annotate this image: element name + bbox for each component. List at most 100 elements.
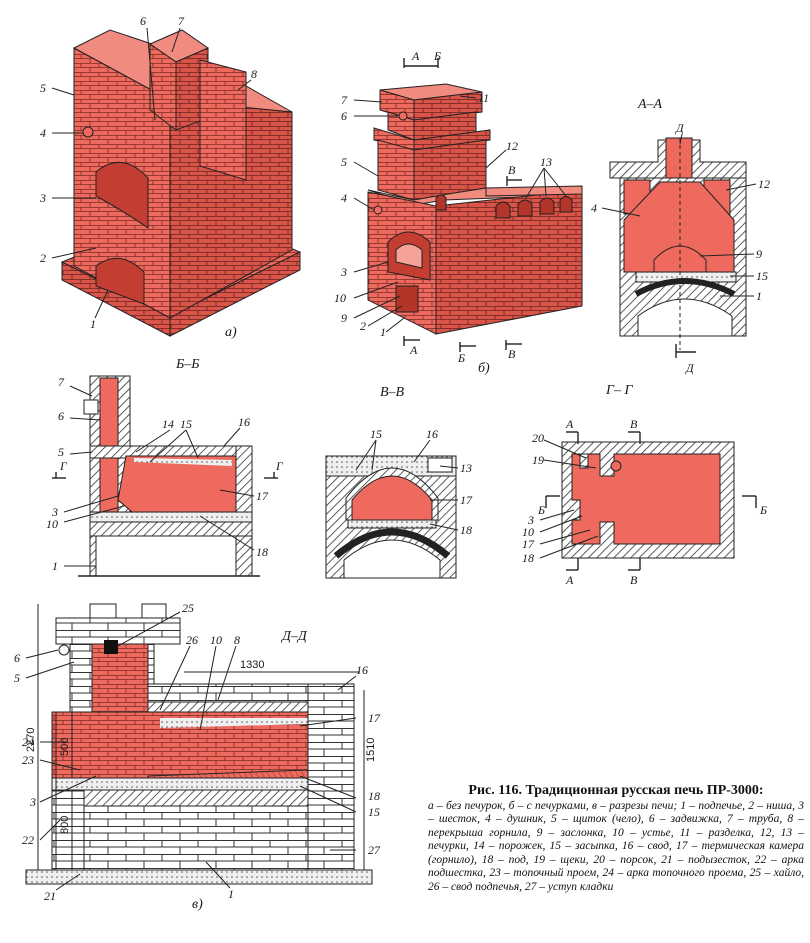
callout-10: 10 xyxy=(334,291,346,305)
view-a-label: а) xyxy=(225,325,237,340)
callout-18: 18 xyxy=(368,789,380,803)
dim-2270: 2270 xyxy=(25,728,37,752)
callout-8: 8 xyxy=(234,633,240,647)
section-dd-dimensions xyxy=(37,604,365,870)
cut-mark-v-bottom: В xyxy=(630,573,638,587)
dim-1330: 1330 xyxy=(240,659,264,671)
callout-3: 3 xyxy=(51,505,58,519)
callout-4: 4 xyxy=(40,126,46,140)
section-dd-title: Д–Д xyxy=(280,629,308,644)
callout-6: 6 xyxy=(58,409,64,423)
view-a-callouts: 5 4 3 2 1 6 7 8 xyxy=(39,14,257,331)
cut-mark-d: Д xyxy=(685,361,695,375)
callout-16: 16 xyxy=(238,415,250,429)
callout-4: 4 xyxy=(341,191,347,205)
section-bb: Б–Б Г Г 7 6 xyxy=(46,357,284,577)
callout-13: 13 xyxy=(460,461,472,475)
dim-1510: 1510 xyxy=(365,738,377,762)
cut-mark-v-bottom: В xyxy=(508,347,516,361)
section-vv-callouts xyxy=(355,439,459,531)
callout-3: 3 xyxy=(527,513,534,527)
callout-17: 17 xyxy=(368,711,381,725)
callout-18: 18 xyxy=(460,523,472,537)
cut-mark-v-top: В xyxy=(630,417,638,431)
callout-15: 15 xyxy=(370,427,382,441)
callout-1: 1 xyxy=(90,317,96,331)
callout-6: 6 xyxy=(14,651,20,665)
callout-2: 2 xyxy=(40,251,46,265)
section-gg: Г– Г А В Б Б А В 20 19 3 10 17 xyxy=(522,383,767,587)
callout-5: 5 xyxy=(40,81,46,95)
callout-18: 18 xyxy=(522,551,534,565)
cut-mark-b-left: Б xyxy=(537,503,545,517)
cut-mark-v-top: В xyxy=(508,163,516,177)
callout-22: 22 xyxy=(22,833,34,847)
section-aa: А–А Д 12 4 9 15 1 Д xyxy=(591,97,770,375)
callout-7: 7 xyxy=(178,14,185,28)
callout-3: 3 xyxy=(39,191,46,205)
cut-mark-b-right: Б xyxy=(759,503,767,517)
caption-legend: а – без печурок, б – с печурками, в – ра… xyxy=(428,799,804,893)
callout-2: 2 xyxy=(360,319,366,333)
callout-6: 6 xyxy=(341,109,347,123)
callout-3: 3 xyxy=(29,795,36,809)
callout-19: 19 xyxy=(532,453,544,467)
callout-1: 1 xyxy=(756,289,762,303)
callout-4: 4 xyxy=(591,201,597,215)
callout-5: 5 xyxy=(58,445,64,459)
callout-15: 15 xyxy=(180,417,192,431)
view-b-label: б) xyxy=(478,361,490,376)
cut-mark-g-right: Г xyxy=(275,459,284,473)
callout-8: 8 xyxy=(251,67,257,81)
view-a-stove-without-niches: 5 4 3 2 1 6 7 8 а) xyxy=(39,14,302,340)
callout-9: 9 xyxy=(756,247,762,261)
callout-10: 10 xyxy=(522,525,534,539)
section-vv-title: В–В xyxy=(380,385,405,400)
view-b-stove-with-niches: А Б В А Б В 7 6 11 5 12 13 4 3 10 9 2 xyxy=(334,49,583,376)
section-dd-callouts xyxy=(25,611,357,891)
cut-mark-a-top: А xyxy=(411,49,420,63)
dim-500: 500 xyxy=(59,738,71,756)
view-v-label: в) xyxy=(192,897,203,912)
callout-17: 17 xyxy=(460,493,473,507)
callout-16: 16 xyxy=(426,427,438,441)
callout-14: 14 xyxy=(162,417,174,431)
callout-27: 27 xyxy=(368,843,381,857)
callout-20: 20 xyxy=(532,431,544,445)
section-dd: Д–Д 1330 2 xyxy=(14,601,381,912)
view-b-cut-marks xyxy=(403,58,522,352)
callout-17: 17 xyxy=(522,537,535,551)
view-b-callouts xyxy=(353,95,567,333)
callout-1: 1 xyxy=(380,325,386,339)
callout-1: 1 xyxy=(228,887,234,901)
callout-25: 25 xyxy=(182,601,194,615)
callout-10: 10 xyxy=(46,517,58,531)
dim-800: 800 xyxy=(59,816,71,834)
figure-caption: Рис. 116. Традиционная русская печь ПР-3… xyxy=(428,784,804,894)
section-vv: В–В 15 16 13 17 18 xyxy=(325,385,473,579)
callout-18: 18 xyxy=(256,545,268,559)
cut-mark-g-left: Г xyxy=(59,459,68,473)
callout-12: 12 xyxy=(758,177,770,191)
section-aa-title: А–А xyxy=(637,97,663,112)
callout-16: 16 xyxy=(356,663,368,677)
section-bb-callouts xyxy=(63,385,255,567)
callout-23: 23 xyxy=(22,753,34,767)
callout-15: 15 xyxy=(756,269,768,283)
section-aa-callouts xyxy=(601,133,757,297)
callout-10: 10 xyxy=(210,633,222,647)
section-gg-title: Г– Г xyxy=(605,383,633,398)
callout-d: Д xyxy=(675,121,685,135)
callout-17: 17 xyxy=(256,489,269,503)
callout-15: 15 xyxy=(368,805,380,819)
cut-mark-a-bottom: А xyxy=(409,343,418,357)
section-bb-title: Б–Б xyxy=(175,357,200,372)
callout-5: 5 xyxy=(341,155,347,169)
callout-11: 11 xyxy=(478,91,489,105)
section-gg-callouts xyxy=(539,439,599,559)
callout-9: 9 xyxy=(341,311,347,325)
cut-mark-b-bottom: Б xyxy=(457,351,465,365)
callout-13: 13 xyxy=(540,155,552,169)
callout-1: 1 xyxy=(52,559,58,573)
